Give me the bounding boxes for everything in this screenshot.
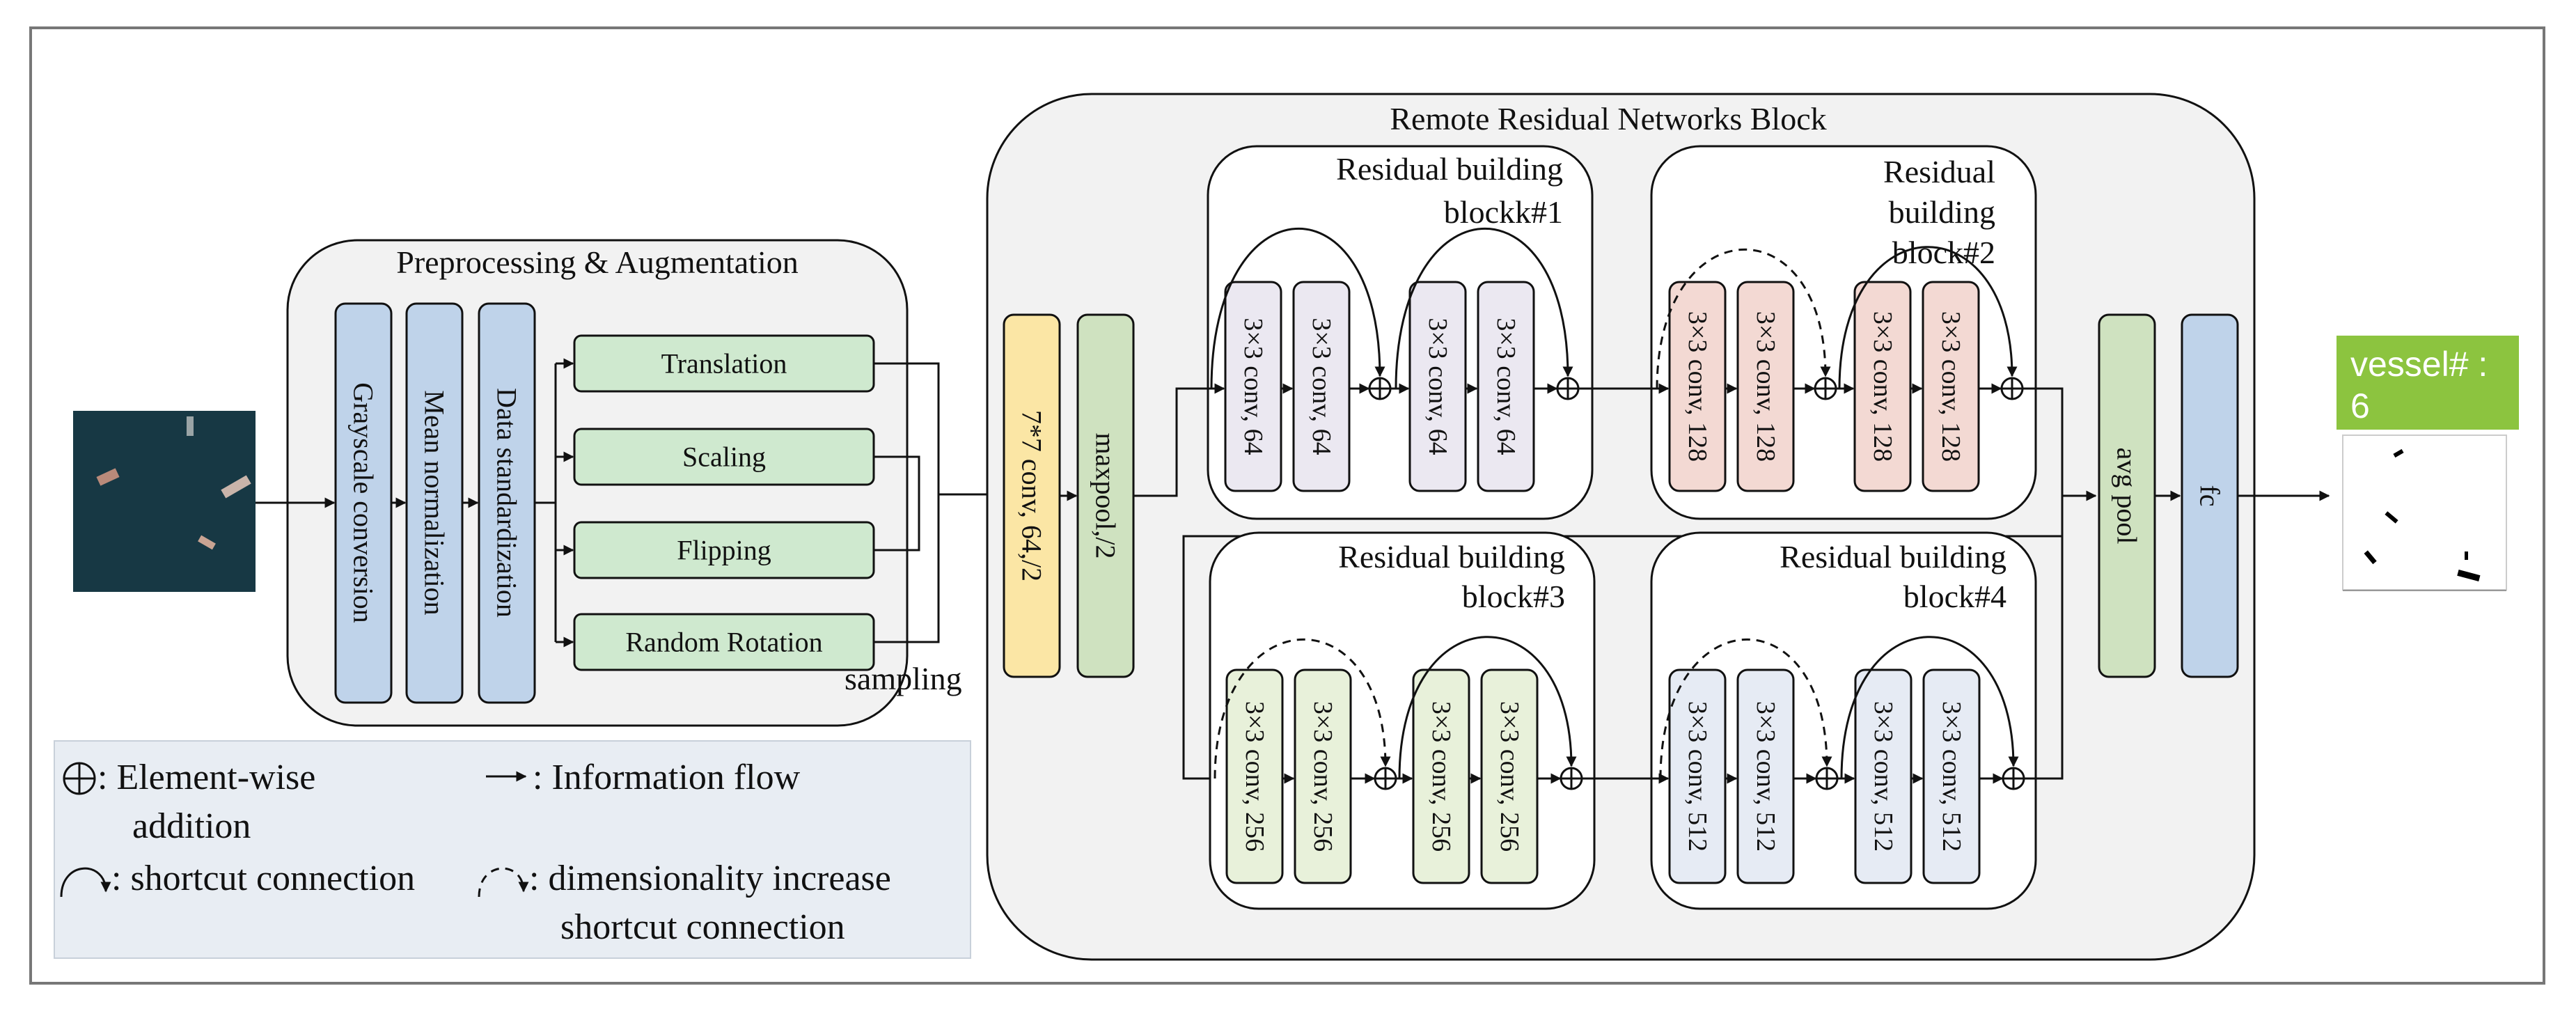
conv-box	[1292, 281, 1351, 492]
scaling-label: Scaling	[682, 441, 766, 473]
block-4-title-2: block#4	[1903, 579, 2006, 614]
conv-box	[1922, 668, 1981, 884]
conv-label: 3×3 conv, 128	[1683, 311, 1712, 462]
addition-icon	[1368, 377, 1392, 400]
block-4-convs: 3×3 conv, 512 3×3 conv, 512 3×3 conv, 51…	[1668, 668, 1981, 884]
conv-box	[1480, 668, 1539, 884]
conv-box	[1408, 281, 1467, 492]
addition-icon	[2002, 767, 2025, 790]
flipping-label: Flipping	[677, 535, 771, 566]
grayscale-label: Grayscale conversion	[348, 382, 379, 623]
block-4-connections	[1582, 636, 2019, 784]
legend-dim-text-2: shortcut connection	[560, 907, 845, 947]
conv-box	[1294, 668, 1352, 884]
block-4-title-1: Residual building	[1780, 539, 2006, 574]
conv-label: 3×3 conv, 256	[1308, 701, 1337, 852]
conv-box	[1853, 281, 1912, 492]
figure-frame	[29, 26, 2545, 985]
legend-addition-text-2: addition	[132, 806, 251, 846]
block-2-title-3: block#2	[1892, 235, 1995, 270]
legend-shortcut-text: : shortcut connection	[111, 859, 415, 898]
addition-icon	[1374, 767, 1397, 790]
conv-label: 3×3 conv, 256	[1240, 701, 1269, 852]
network-title: Remote Residual Networks Block	[1390, 101, 1826, 136]
block-2-title-2: building	[1889, 194, 1995, 230]
conv-label: 3×3 conv, 128	[1936, 311, 1965, 462]
conv-box	[1477, 281, 1535, 492]
conv-box	[1668, 668, 1727, 884]
network-panel	[986, 93, 2256, 961]
detection-output-image	[2342, 435, 2507, 591]
conv-label: 3×3 conv, 128	[1868, 311, 1897, 462]
conv-label: 3×3 conv, 64	[1491, 318, 1521, 455]
addition-icon	[1815, 767, 1839, 790]
conv-label: 3×3 conv, 64	[1239, 318, 1268, 455]
block-1-title-2: blockk#1	[1444, 194, 1563, 230]
maxpool-label: maxpool,/2	[1090, 432, 1122, 558]
block-1-convs: 3×3 conv, 64 3×3 conv, 64 3×3 conv, 64 3…	[1224, 281, 1535, 492]
legend-addition-icon	[63, 762, 96, 795]
vessel-count-badge	[2337, 336, 2519, 430]
preprocessing-title: Preprocessing & Augmentation	[396, 244, 798, 280]
vessel-count-value: 6	[2350, 386, 2370, 425]
conv-label: 3×3 conv, 256	[1427, 701, 1456, 852]
preprocessing-arrows	[256, 358, 1004, 648]
translation-label: Translation	[661, 348, 787, 380]
conv-label: 3×3 conv, 64	[1423, 318, 1452, 455]
random-rotation-label: Random Rotation	[625, 627, 822, 658]
conv-box	[1225, 668, 1284, 884]
input-satellite-image	[73, 411, 256, 592]
legend-addition-text-1: : Element-wise	[97, 758, 315, 797]
block-3-title-2: block#3	[1462, 579, 1565, 614]
preprocessing-steps: Grayscale conversion Mean normalization …	[334, 302, 536, 704]
block-2-to-block-3-connector	[1182, 387, 2064, 784]
addition-icon	[2000, 377, 2024, 400]
conv-box	[1412, 668, 1470, 884]
conv-label: 3×3 conv, 512	[1683, 701, 1712, 852]
augmentation-boxes: Translation Scaling Flipping Random Rota…	[573, 334, 875, 671]
data-standardization-label: Data standardization	[492, 388, 523, 618]
block-4-to-head-connector	[2024, 490, 2097, 780]
legend-flow-text: : Information flow	[533, 758, 801, 797]
legend-shortcut-icon	[60, 867, 111, 898]
block-1-title-1: Residual building	[1336, 151, 1563, 187]
mean-normalization-label: Mean normalization	[419, 390, 450, 615]
avg-pool-label: avg pool	[2112, 448, 2143, 545]
conv-label: 3×3 conv, 512	[1937, 701, 1966, 852]
conv-label: 3×3 conv, 64	[1307, 318, 1336, 455]
sampling-label: sampling	[845, 661, 962, 696]
block-2-title-1: Residual	[1883, 154, 1995, 189]
addition-icon	[1814, 377, 1837, 400]
conv-box	[1922, 281, 1980, 492]
legend-dim-text-1: : dimensionality increase	[529, 859, 891, 898]
block-2-connections	[1578, 246, 2018, 394]
vessel-count-label: vessel# :	[2350, 345, 2488, 384]
block-2-convs: 3×3 conv, 128 3×3 conv, 128 3×3 conv, 12…	[1668, 281, 1980, 492]
conv-label: 3×3 conv, 512	[1751, 701, 1780, 852]
conv-box	[1224, 281, 1282, 492]
conv-box	[1668, 281, 1727, 492]
block-3-connections	[1214, 636, 1577, 784]
addition-icon	[1556, 377, 1580, 400]
block-1-connections	[1133, 227, 1573, 497]
stem-conv-label: 7*7 conv, 64,/2	[1016, 410, 1048, 581]
conv-box	[1854, 668, 1913, 884]
conv-label: 3×3 conv, 256	[1495, 701, 1524, 852]
addition-icon	[1560, 767, 1583, 790]
conv-label: 3×3 conv, 128	[1751, 311, 1780, 462]
conv-box	[1736, 281, 1795, 492]
block-3-title-1: Residual building	[1338, 539, 1565, 574]
fc-label: fc	[2194, 485, 2226, 506]
legend-dim-shortcut-icon	[478, 867, 529, 898]
block-3-convs: 3×3 conv, 256 3×3 conv, 256 3×3 conv, 25…	[1225, 668, 1539, 884]
conv-label: 3×3 conv, 512	[1869, 701, 1898, 852]
conv-box	[1736, 668, 1795, 884]
